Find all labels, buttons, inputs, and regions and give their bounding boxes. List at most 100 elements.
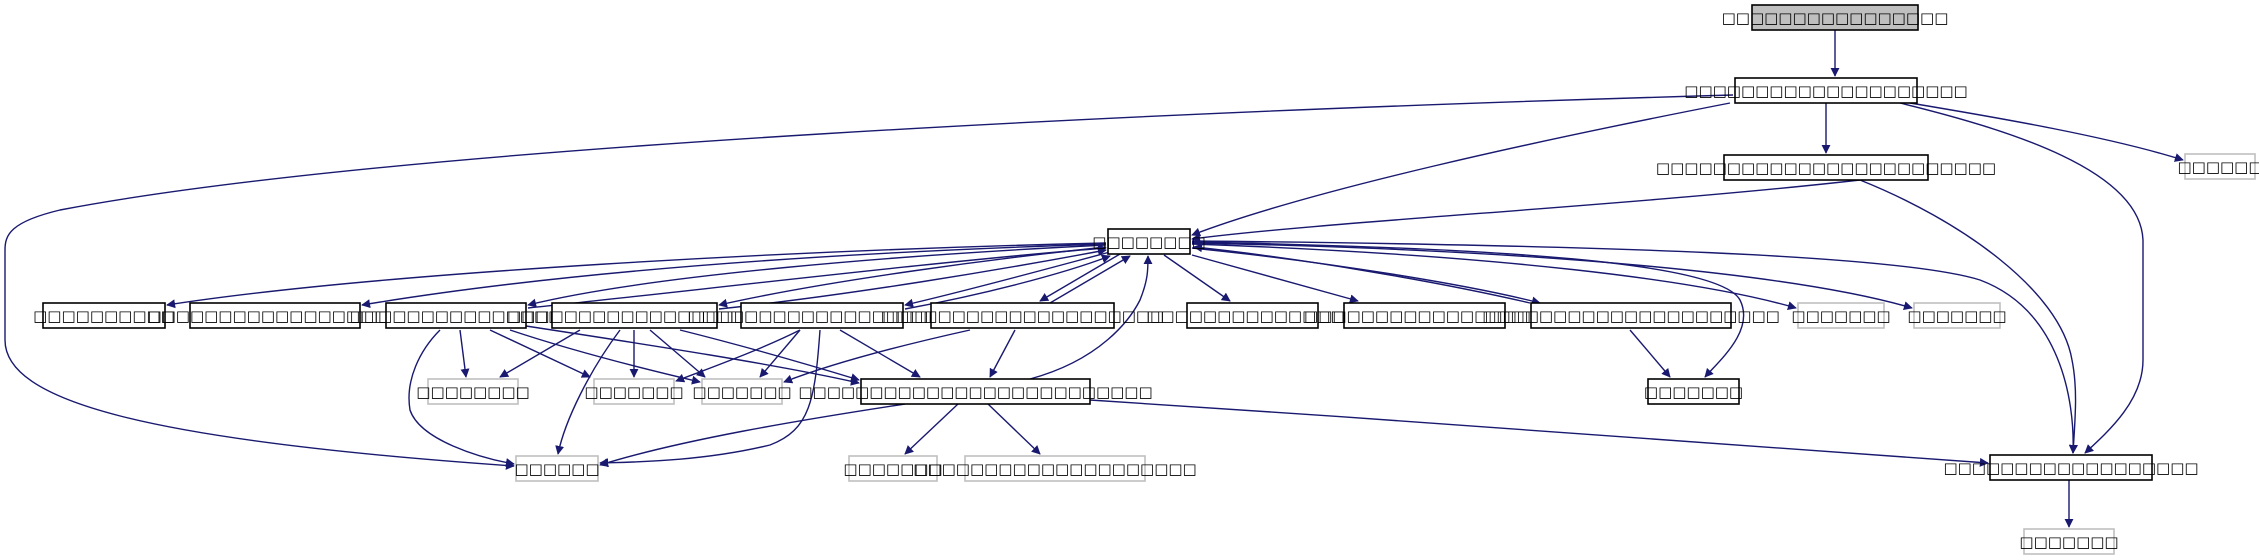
- node-box: [42, 302, 166, 329]
- node-box: [551, 302, 718, 329]
- edge-n_a3-to-n_c1: [408, 329, 515, 468]
- node-box: [1343, 302, 1506, 329]
- node-box: [930, 302, 1115, 329]
- node-label: □□□□□□□□□□□□□□□: [1146, 307, 1359, 325]
- graph-node-n_d1: □□□□□□□: [2019, 528, 2119, 555]
- edge-n_hub-to-n_a3: [527, 244, 1107, 308]
- node-box: [1751, 4, 1919, 31]
- node-box: [701, 378, 783, 405]
- graph-node-n_b3: □□□□□□□: [692, 378, 792, 405]
- graph-node-n_a7[interactable]: □□□□□□□□□□□□□□□: [1146, 302, 1359, 329]
- edge-n_a9-to-n_hub: [1193, 243, 1531, 304]
- edge-n_hub-to-n_e1: [1191, 243, 1797, 311]
- node-label: □□□□□□□□□□□□□□□: [350, 307, 563, 325]
- node-box: [848, 455, 938, 482]
- node-label: □□□□□□□: [843, 460, 942, 478]
- graph-node-n_c1: □□□□□□: [514, 455, 600, 482]
- node-label: □□□□□□□: [1644, 383, 1743, 401]
- edge-n_big-to-n_c4: [1089, 399, 1989, 467]
- node-label: □□□□□□□: [1907, 307, 2006, 325]
- node-box: [1989, 454, 2153, 481]
- edge-n_a4-to-n_c1: [555, 329, 621, 455]
- node-box: [860, 378, 1091, 405]
- node-box: [1734, 77, 1918, 104]
- node-box: [515, 455, 599, 482]
- node-label: □□□□□□□□□□□□□□□□□: [1304, 307, 1545, 325]
- node-box: [189, 302, 361, 329]
- node-label: □□□□□□□□□□□□□□□□□□□: [687, 307, 956, 325]
- edge-n_hub-to-n_a7: [1163, 254, 1231, 302]
- node-label: □□□□□□□: [584, 383, 683, 401]
- graph-node-n_big[interactable]: □□□□□□□□□□□□□□□□□□□□□□□□□: [798, 378, 1153, 405]
- node-label: □□□□□□□□□□: [33, 307, 175, 325]
- graph-node-n_hub[interactable]: □□□□□□□□: [1092, 228, 1206, 255]
- node-label: □□□□□□□□□□□□□□□□□□□□: [1684, 82, 1967, 100]
- graph-node-n_a5[interactable]: □□□□□□□□□□□□□□□□□□□: [687, 302, 957, 329]
- graph-node-n_b1: □□□□□□□□: [416, 378, 530, 405]
- node-label: □□□□□□: [2177, 158, 2259, 176]
- graph-node-n_b2: □□□□□□□: [584, 378, 684, 405]
- graph-node-n_main[interactable]: □□□□□□□□□□□□□□□□□□□□: [1684, 77, 1968, 104]
- graph-node-n_a9[interactable]: □□□□□□□□□□□□□□□□□□□□□: [1482, 302, 1780, 329]
- node-label: □□□□□□□□□□□□□□□□□□□□: [913, 460, 1196, 478]
- graph-node-n_a1[interactable]: □□□□□□□□□□: [33, 302, 175, 329]
- node-box: [1797, 302, 1885, 329]
- graph-node-n_e2: □□□□□□□: [1907, 302, 2007, 329]
- node-label: □□□□□□□: [692, 383, 791, 401]
- graph-node-n_a2[interactable]: □□□□□□□□□□□□□□□□□□: [147, 302, 403, 329]
- edge-n_hub-to-n_b5: [1191, 241, 1745, 378]
- edge-n_hub-to-n_c4: [1191, 240, 2078, 454]
- edge-n_main-to-n_c1: [4, 94, 1734, 470]
- graph-node-n_a4[interactable]: □□□□□□□□□□□□□□□□□□: [507, 302, 762, 329]
- graph-node-n_a3[interactable]: □□□□□□□□□□□□□□□: [350, 302, 563, 329]
- graph-node-n_e1: □□□□□□□: [1791, 302, 1891, 329]
- node-box: [1530, 302, 1732, 329]
- node-box: [427, 378, 519, 405]
- node-label: □□□□□□□□□□□□□□□□□□□□□□□□: [1656, 159, 1996, 177]
- graph-node-n_rt1: □□□□□□: [2177, 153, 2259, 180]
- edge-n_a5-to-n_big: [839, 329, 921, 378]
- edge-n_hub-to-n_a2: [361, 243, 1107, 309]
- node-box: [1913, 302, 2001, 329]
- edge-n_a9-to-n_b5: [1629, 329, 1671, 378]
- graph-node-n_c4[interactable]: □□□□□□□□□□□□□□□□□□: [1943, 454, 2199, 481]
- edge-n_a4-to-n_hub: [718, 247, 1107, 310]
- graph-node-n_mid[interactable]: □□□□□□□□□□□□□□□□□□□□□□□□: [1656, 154, 1996, 181]
- edge-n_a3-to-n_hub: [527, 244, 1107, 309]
- node-box: [1723, 154, 1929, 181]
- node-label: □□□□□□□□□□□□□□□□□□□□: [881, 307, 1164, 325]
- edge-n_hub-to-n_e2: [1191, 242, 1913, 311]
- node-label: □□□□□□□□□□□□□□□□□□: [1943, 459, 2198, 477]
- edge-n_a4-to-n_b1: [499, 329, 581, 378]
- graph-node-n_c3: □□□□□□□□□□□□□□□□□□□□: [913, 455, 1197, 482]
- graph-node-n_root[interactable]: □□□□□□□□□□□□□□□□: [1722, 4, 1949, 31]
- graph-node-n_a8[interactable]: □□□□□□□□□□□□□□□□□: [1304, 302, 1545, 329]
- edge-n_main-to-n_c4: [1899, 102, 2144, 454]
- edge-n_a4-to-n_big: [679, 329, 860, 382]
- node-label: □□□□□□□: [2019, 533, 2118, 551]
- node-box: [1186, 302, 1319, 329]
- edge-n_a6-to-n_b3: [783, 329, 971, 384]
- node-label: □□□□□□□□: [416, 383, 529, 401]
- edge-n_a3-to-n_b1: [459, 329, 470, 378]
- graph-node-n_b5[interactable]: □□□□□□□: [1644, 378, 1743, 405]
- node-label: □□□□□□□□: [1092, 233, 1205, 251]
- edge-n_big-to-n_c1: [599, 403, 906, 467]
- graph-node-n_a6[interactable]: □□□□□□□□□□□□□□□□□□□□: [881, 302, 1164, 329]
- edge-n_a5-to-n_b2: [675, 329, 801, 383]
- edge-n_hub-to-n_a1: [166, 242, 1107, 309]
- edge-n_hub-to-n_a8: [1191, 254, 1359, 304]
- node-label: □□□□□□□□□□□□□□□□□□: [147, 307, 402, 325]
- node-label: □□□□□□□□□□□□□□□□□□□□□: [1482, 307, 1780, 325]
- node-label: □□□□□□□□□□□□□□□□□□□□□□□□□: [798, 383, 1152, 401]
- node-box: [2184, 153, 2256, 180]
- edge-n_a4-to-n_b3: [649, 329, 706, 378]
- node-label: □□□□□□□: [1791, 307, 1890, 325]
- edge-n_big-to-n_c2: [904, 403, 959, 455]
- edge-n_a6-to-n_big: [989, 329, 1016, 378]
- edge-n_big-to-n_c3: [987, 403, 1041, 455]
- graph-node-n_c2: □□□□□□□: [843, 455, 943, 482]
- edge-n_big-to-n_hub: [1029, 255, 1153, 380]
- node-label: □□□□□□□□□□□□□□□□: [1722, 9, 1949, 27]
- node-box: [964, 455, 1146, 482]
